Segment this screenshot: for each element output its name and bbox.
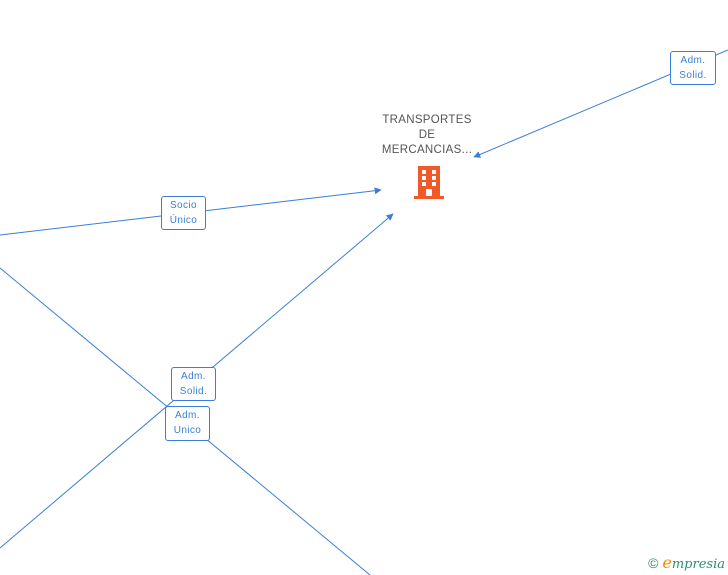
brand-name: mpresia bbox=[671, 557, 725, 572]
edge-label-line: Solid. bbox=[179, 386, 208, 397]
edge-label-line: Socio bbox=[169, 200, 197, 211]
edge-label-line: Solid. bbox=[679, 70, 707, 81]
footer-brand: © empresia bbox=[648, 553, 725, 572]
building-icon[interactable] bbox=[413, 165, 445, 199]
company-name-line-1: TRANSPORTES bbox=[382, 114, 472, 126]
edge-label-line: Adm. bbox=[181, 371, 206, 382]
edge-label-line: Adm. bbox=[175, 410, 200, 421]
edge-label-adm-solid-middle[interactable]: Adm. Solid. bbox=[171, 367, 216, 401]
brand-logo[interactable]: empresia bbox=[662, 553, 725, 572]
company-name[interactable]: TRANSPORTES DE MERCANCIAS... bbox=[367, 113, 487, 158]
edge-label-line: Unico bbox=[173, 425, 202, 436]
copyright-icon: © bbox=[648, 554, 659, 571]
company-name-line-3: MERCANCIAS... bbox=[381, 144, 473, 156]
edge-label-line: Adm. bbox=[680, 55, 706, 66]
edge-label-adm-solid-top[interactable]: Adm. Solid. bbox=[670, 51, 716, 85]
company-name-line-2: DE bbox=[418, 129, 436, 141]
edge-label-socio-unico[interactable]: Socio Único bbox=[161, 196, 206, 230]
brand-initial: e bbox=[662, 553, 672, 572]
edge-label-adm-unico[interactable]: Adm. Unico bbox=[165, 406, 210, 441]
edge-label-line: Único bbox=[169, 215, 198, 226]
